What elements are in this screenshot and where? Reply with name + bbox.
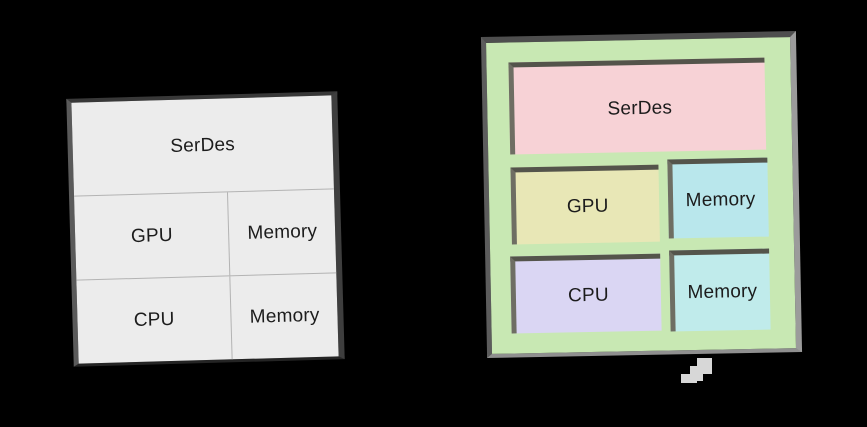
chiplet-serdes-block: SerDes — [508, 57, 767, 155]
chiplet-gpu-label: GPU — [566, 195, 609, 218]
monolithic-cpu-block: CPU — [76, 276, 232, 363]
chiplet-memory-top-label: Memory — [685, 188, 756, 212]
chiplet-memory-bottom-block: Memory — [669, 248, 771, 332]
monolithic-gpu-block: GPU — [74, 192, 230, 279]
monolithic-memory-bottom-label: Memory — [249, 304, 320, 328]
chiplet-cpu-label: CPU — [567, 284, 609, 307]
monolithic-die: SerDes GPU Memory CPU Memory — [66, 91, 345, 367]
chiplet-serdes-label: SerDes — [607, 96, 673, 120]
chiplet-cpu-block: CPU — [510, 253, 662, 334]
monolithic-cpu-label: CPU — [133, 308, 175, 331]
monolithic-serdes-block: SerDes — [71, 95, 334, 197]
monolithic-gpu-label: GPU — [130, 224, 174, 247]
monolithic-bottom-row: CPU Memory — [76, 272, 339, 364]
stair-step-decoration — [697, 358, 712, 374]
monolithic-die-face: SerDes GPU Memory CPU Memory — [71, 95, 339, 364]
monolithic-memory-top-block: Memory — [227, 189, 337, 276]
chiplet-substrate: SerDes GPU Memory CPU Memory — [486, 37, 796, 354]
monolithic-serdes-label: SerDes — [170, 133, 236, 157]
stair-step-decoration — [681, 374, 697, 383]
chiplet-memory-top-block: Memory — [667, 157, 769, 239]
monolithic-memory-bottom-block: Memory — [229, 273, 339, 360]
chiplet-package: SerDes GPU Memory CPU Memory — [480, 31, 803, 358]
monolithic-middle-row: GPU Memory — [74, 189, 337, 279]
chiplet-gpu-block: GPU — [510, 164, 660, 245]
chiplet-memory-bottom-label: Memory — [687, 280, 758, 304]
monolithic-memory-top-label: Memory — [247, 220, 318, 244]
